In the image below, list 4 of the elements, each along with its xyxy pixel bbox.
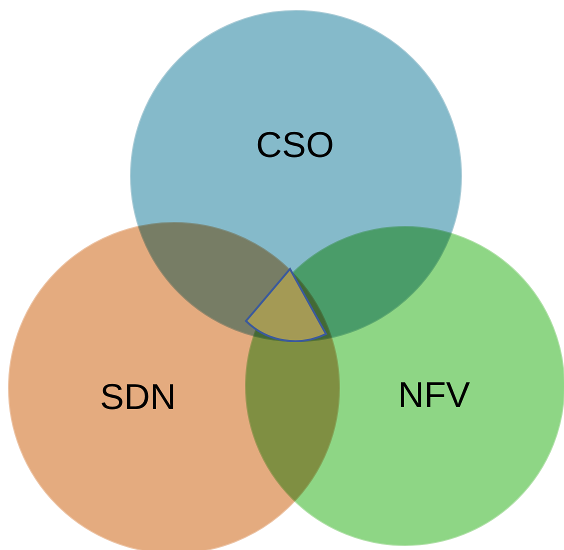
wedge-shape [245, 268, 327, 342]
set-label: CSO [256, 124, 334, 166]
set-label: SDN [100, 376, 176, 418]
set-label: NFV [398, 374, 470, 416]
